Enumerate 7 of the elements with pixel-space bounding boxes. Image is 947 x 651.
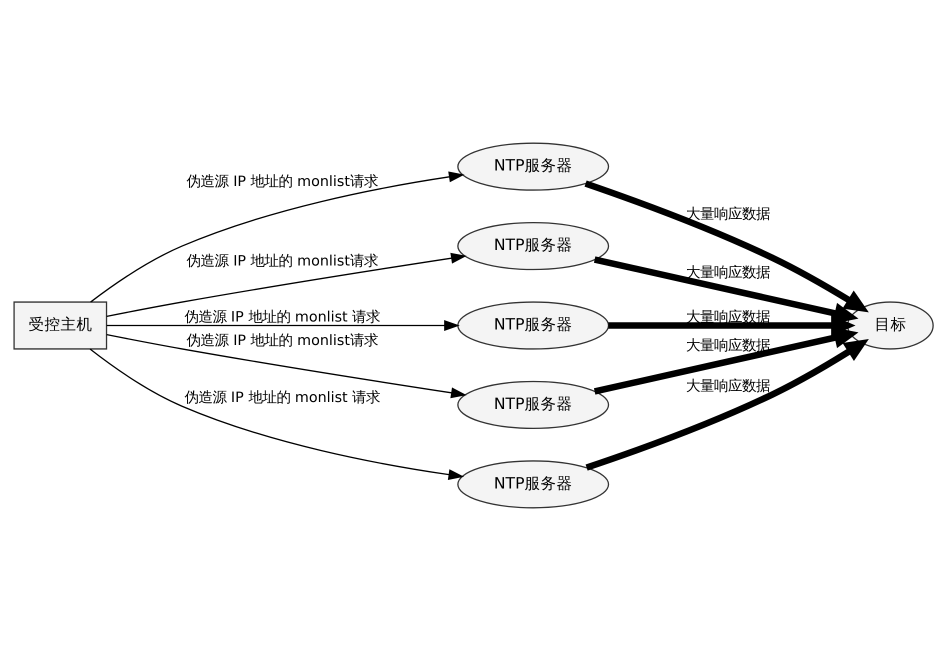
edge-label: 伪造源 IP 地址的 monlist请求 <box>186 253 378 270</box>
edge-label: 伪造源 IP 地址的 monlist请求 <box>186 174 378 190</box>
edge-label: 大量响应数据 <box>686 378 770 394</box>
edge-label: 伪造源 IP 地址的 monlist请求 <box>186 332 378 349</box>
edge-label: 伪造源 IP 地址的 monlist 请求 <box>184 390 380 406</box>
edge-label: 伪造源 IP 地址的 monlist 请求 <box>184 309 380 326</box>
edge-label: 大量响应数据 <box>686 309 770 326</box>
